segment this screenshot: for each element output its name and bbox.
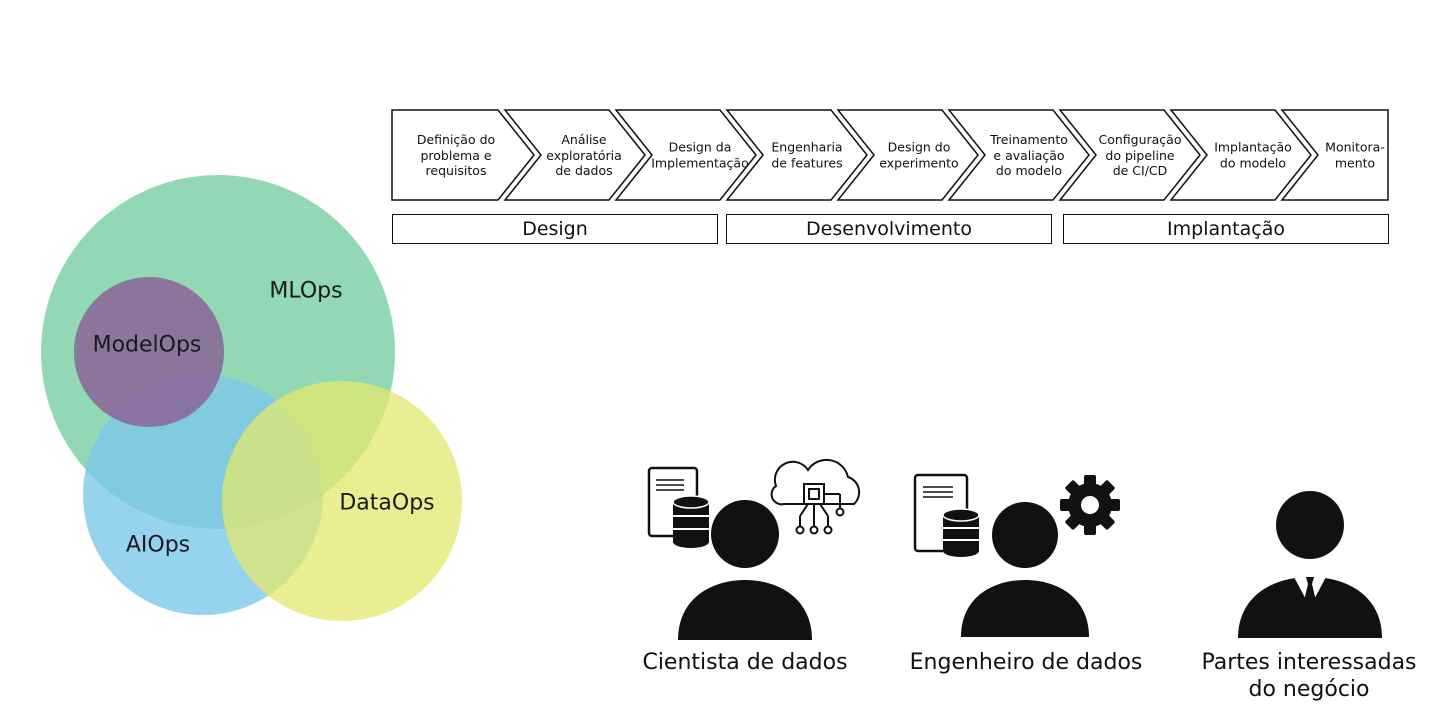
process-step-3-shape xyxy=(614,109,757,201)
dataops-circle xyxy=(222,381,462,621)
person-icon xyxy=(1238,491,1382,638)
process-step-4-shape xyxy=(725,109,868,201)
process-step-1-shape xyxy=(391,109,535,201)
data-scientist-icon xyxy=(647,458,861,640)
role-label-data-scientist: Cientista de dados xyxy=(642,650,848,675)
process-step-2-shape xyxy=(503,109,646,201)
process-step-5-label: Design do experimento xyxy=(879,139,959,171)
data-engineer-icon xyxy=(913,473,1120,637)
dataops-label: DataOps xyxy=(339,490,435,516)
process-step-8-shape xyxy=(1169,109,1312,201)
tie-icon xyxy=(1304,577,1316,609)
phase-implantacao: Implantação xyxy=(1063,214,1389,244)
mlops-label: MLOps xyxy=(269,278,343,304)
modelops-circle xyxy=(74,277,224,427)
process-step-9-label: Monitora- mento xyxy=(1325,139,1385,171)
process-step-8-label: Implantação do modelo xyxy=(1214,139,1292,171)
process-flow xyxy=(391,109,1389,201)
person-icon xyxy=(678,500,812,640)
aiops-label: AIOps xyxy=(125,532,191,558)
phase-desenvolvimento: Desenvolvimento xyxy=(726,214,1052,244)
process-step-7-shape xyxy=(1058,109,1201,201)
process-step-6-label: Treinamento e avaliação do modelo xyxy=(990,131,1068,178)
gear-icon xyxy=(1060,475,1120,535)
phase-design: Design xyxy=(392,214,718,244)
database-icon xyxy=(672,495,710,548)
business-stakeholder-icon xyxy=(1238,491,1382,638)
person-icon xyxy=(961,502,1089,637)
database-icon xyxy=(942,508,980,557)
ops-venn-diagram xyxy=(41,175,462,621)
process-step-6-shape xyxy=(947,109,1090,201)
modelops-label: ModelOps xyxy=(92,332,202,358)
role-label-business-stakeholders: Partes interessadas do negócio xyxy=(1201,650,1417,702)
cloud-chip-icon xyxy=(770,458,861,535)
process-step-9-shape xyxy=(1280,109,1389,201)
process-step-5-shape xyxy=(836,109,979,201)
process-step-1-label: Definição do problema e requisitos xyxy=(416,131,496,178)
process-step-4-label: Engenharia de features xyxy=(771,139,843,171)
process-step-7-label: Configuração do pipeline de CI/CD xyxy=(1098,131,1182,178)
process-step-2-label: Análise exploratória de dados xyxy=(546,131,622,178)
process-step-3-label: Design da Implementação xyxy=(651,139,749,171)
role-label-data-engineer: Engenheiro de dados xyxy=(909,650,1143,675)
